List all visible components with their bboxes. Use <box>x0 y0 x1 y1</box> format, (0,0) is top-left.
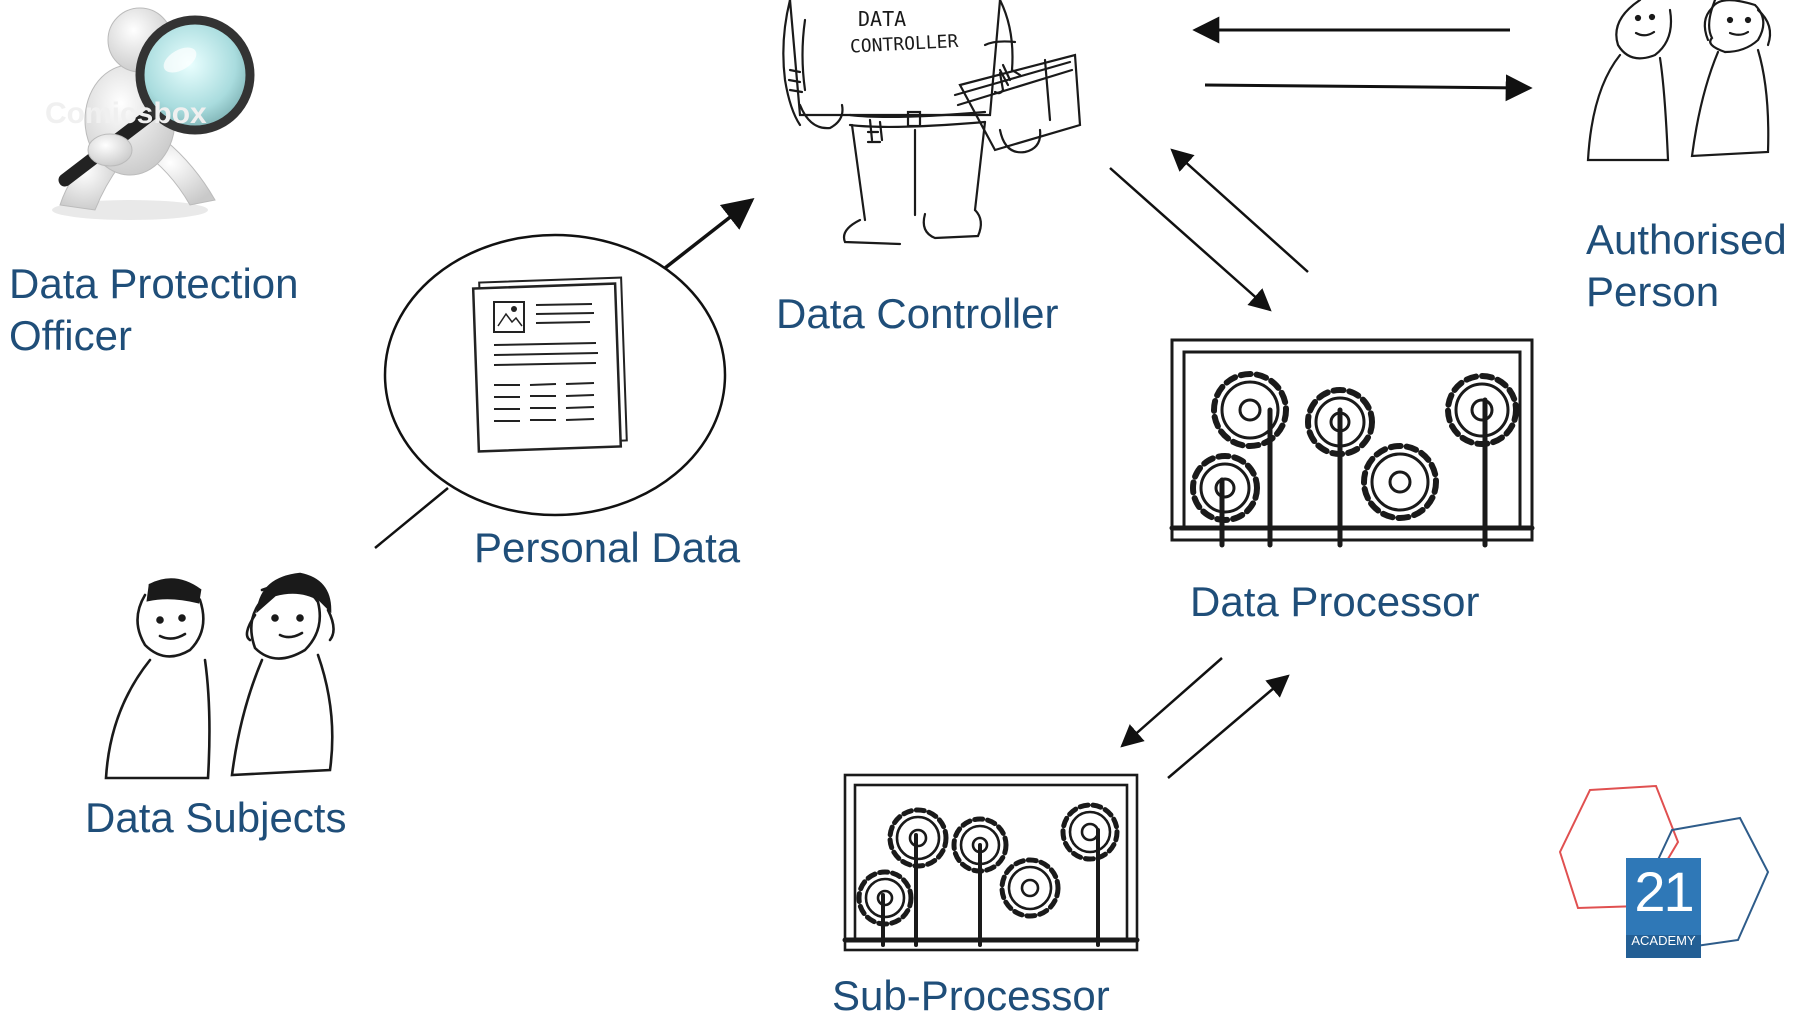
watermark-text: Comicsbox <box>45 97 207 130</box>
logo-word: ACADEMY <box>1631 933 1696 948</box>
arrow-processor-to-subprocessor <box>1120 657 1223 748</box>
dpo-figure-icon: Comicsbox <box>45 7 255 220</box>
arrow-controller-to-processor <box>1109 167 1272 312</box>
arrow-personal-to-controller <box>663 198 755 270</box>
authorised-person-figure-icon <box>1586 0 1772 162</box>
personal-data-bubble <box>374 233 727 549</box>
arrow-processor-to-controller <box>1170 148 1309 273</box>
label-sub-processor: Sub-Processor <box>832 972 1110 1015</box>
shirt-text-line2: CONTROLLER <box>849 31 958 58</box>
label-data-subjects: Data Subjects <box>85 794 347 841</box>
label-data-processor: Data Processor <box>1190 578 1480 625</box>
sub-processor-gears-icon <box>842 773 1140 952</box>
label-data-controller: Data Controller <box>776 290 1059 337</box>
document-icon <box>471 276 628 453</box>
data-controller-figure-icon: DATA CONTROLLER <box>782 0 1082 246</box>
shirt-text-line1: DATA <box>858 7 906 31</box>
data-subjects-figure-icon <box>104 572 335 780</box>
arrow-subprocessor-to-processor <box>1167 674 1290 779</box>
label-data-protection-officer: Data Protection Officer <box>9 260 299 359</box>
label-personal-data: Personal Data <box>474 524 741 571</box>
label-authorised-person: Authorised Person <box>1586 216 1787 315</box>
academy-logo <box>1558 784 1770 958</box>
logo-number: 21 <box>1634 860 1694 923</box>
data-processor-gears-icon <box>1169 338 1535 548</box>
arrow-controller-to-authorised <box>1204 74 1533 102</box>
